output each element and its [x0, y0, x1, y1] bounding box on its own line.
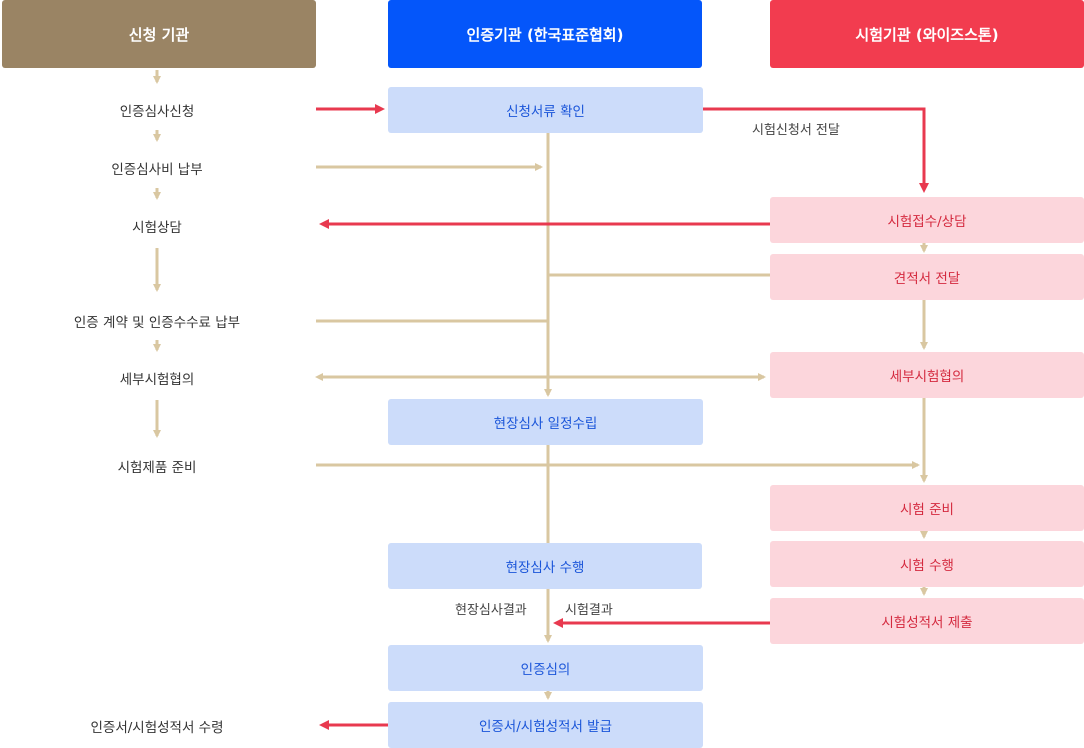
- note-audit-result: 현장심사결과: [455, 603, 527, 618]
- tester-box-estimate: 견적서 전달: [770, 254, 1084, 300]
- header-applicant: 신청 기관: [2, 0, 316, 68]
- applicant-step-contract: 인증 계약 및 인증수수료 납부: [73, 315, 241, 331]
- note-test-result: 시험결과: [565, 603, 613, 618]
- applicant-step-test-consult: 시험상담: [132, 220, 182, 236]
- certifier-box-audit-perform: 현장심사 수행: [388, 543, 702, 589]
- tester-box-perform: 시험 수행: [770, 541, 1084, 587]
- certifier-box-deliberation: 인증심의: [388, 645, 703, 691]
- certifier-box-audit-schedule: 현장심사 일정수립: [388, 399, 703, 445]
- applicant-step-receive-certificate: 인증서/시험성적서 수령: [90, 720, 224, 736]
- tester-box-reception: 시험접수/상담: [770, 197, 1084, 243]
- tester-box-detailed-consult: 세부시험협의: [770, 352, 1084, 398]
- certifier-box-issue-certificate: 인증서/시험성적서 발급: [388, 702, 703, 748]
- applicant-step-prepare-product: 시험제품 준비: [117, 460, 197, 476]
- tester-box-submit-report: 시험성적서 제출: [770, 598, 1084, 644]
- header-certifier: 인증기관 (한국표준협회): [388, 0, 702, 68]
- applicant-step-pay-fee: 인증심사비 납부: [111, 162, 203, 178]
- tester-box-prepare: 시험 준비: [770, 485, 1084, 531]
- note-send-application: 시험신청서 전달: [752, 123, 840, 138]
- applicant-step-apply: 인증심사신청: [119, 104, 195, 120]
- header-tester: 시험기관 (와이즈스톤): [770, 0, 1084, 68]
- certifier-box-document-review: 신청서류 확인: [388, 87, 703, 133]
- applicant-step-detailed-consult: 세부시험협의: [119, 372, 195, 388]
